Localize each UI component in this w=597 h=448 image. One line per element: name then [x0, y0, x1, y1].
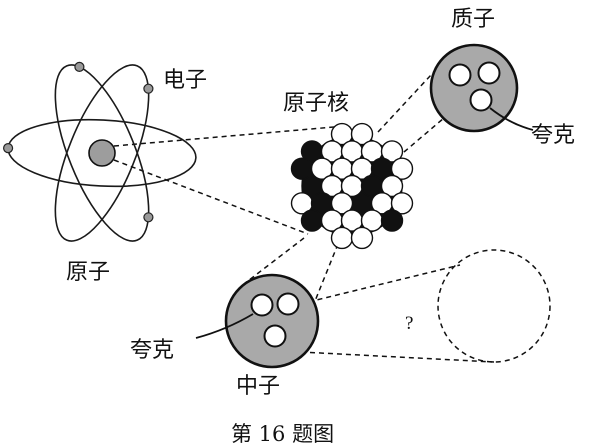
neutron-to-unknown-line-upper: [299, 264, 461, 305]
proton-quark: [448, 63, 472, 87]
electrons: [3, 61, 154, 223]
neutron-particle: [300, 209, 324, 232]
electron-label: 电子: [163, 68, 207, 93]
atom-nucleus-dot: [88, 139, 116, 167]
atom-label: 原子: [66, 260, 110, 285]
neutron-quark: [250, 293, 274, 317]
neutron-label: 中子: [236, 374, 280, 399]
nucleus-to-proton-line-upper: [377, 60, 445, 133]
proton-particle: [380, 140, 404, 163]
unknown-question-mark: ?: [405, 313, 413, 334]
proton-particle: [330, 226, 354, 250]
proton-label: 质子: [451, 7, 495, 32]
nucleus-label: 原子核: [283, 91, 349, 116]
proton-quark: [477, 61, 501, 85]
proton-particle: [330, 192, 354, 215]
proton-particle: [390, 157, 414, 180]
neutron-quark: [263, 324, 287, 348]
atom-to-nucleus-line-upper: [113, 126, 335, 147]
unknown-structure-circle: [437, 249, 551, 363]
neutron-quark-label: 夸克: [130, 338, 174, 363]
proton-quark: [469, 88, 493, 112]
proton-particle: [350, 226, 374, 250]
electron-orbit: [54, 64, 150, 242]
figure-caption: 第 16 题图: [231, 422, 334, 446]
electron-dot: [3, 143, 14, 154]
electron-dot: [143, 83, 154, 94]
nucleus-to-neutron-line-right: [312, 243, 339, 307]
proton-particle: [380, 174, 404, 198]
neutron: [195, 273, 320, 369]
nucleus-cluster: [290, 122, 414, 250]
atom-to-nucleus-line-lower: [113, 159, 309, 235]
connector-lines: [113, 60, 495, 363]
proton: [429, 43, 534, 133]
nucleus-to-proton-line-lower: [403, 117, 445, 153]
proton-quark-leader-line: [489, 107, 534, 131]
neutron-particle: [290, 157, 314, 180]
electron-dot: [143, 212, 154, 223]
neutron-quark-leader-line: [195, 313, 254, 339]
proton-quark-label: 夸克: [531, 123, 575, 148]
electron-dot: [74, 61, 85, 73]
atom: [3, 61, 197, 242]
neutron-quark: [276, 292, 300, 316]
proton-particle: [390, 192, 414, 215]
proton-particle: [350, 122, 374, 146]
electron-orbit: [54, 64, 150, 242]
neutron-particle: [380, 209, 404, 232]
